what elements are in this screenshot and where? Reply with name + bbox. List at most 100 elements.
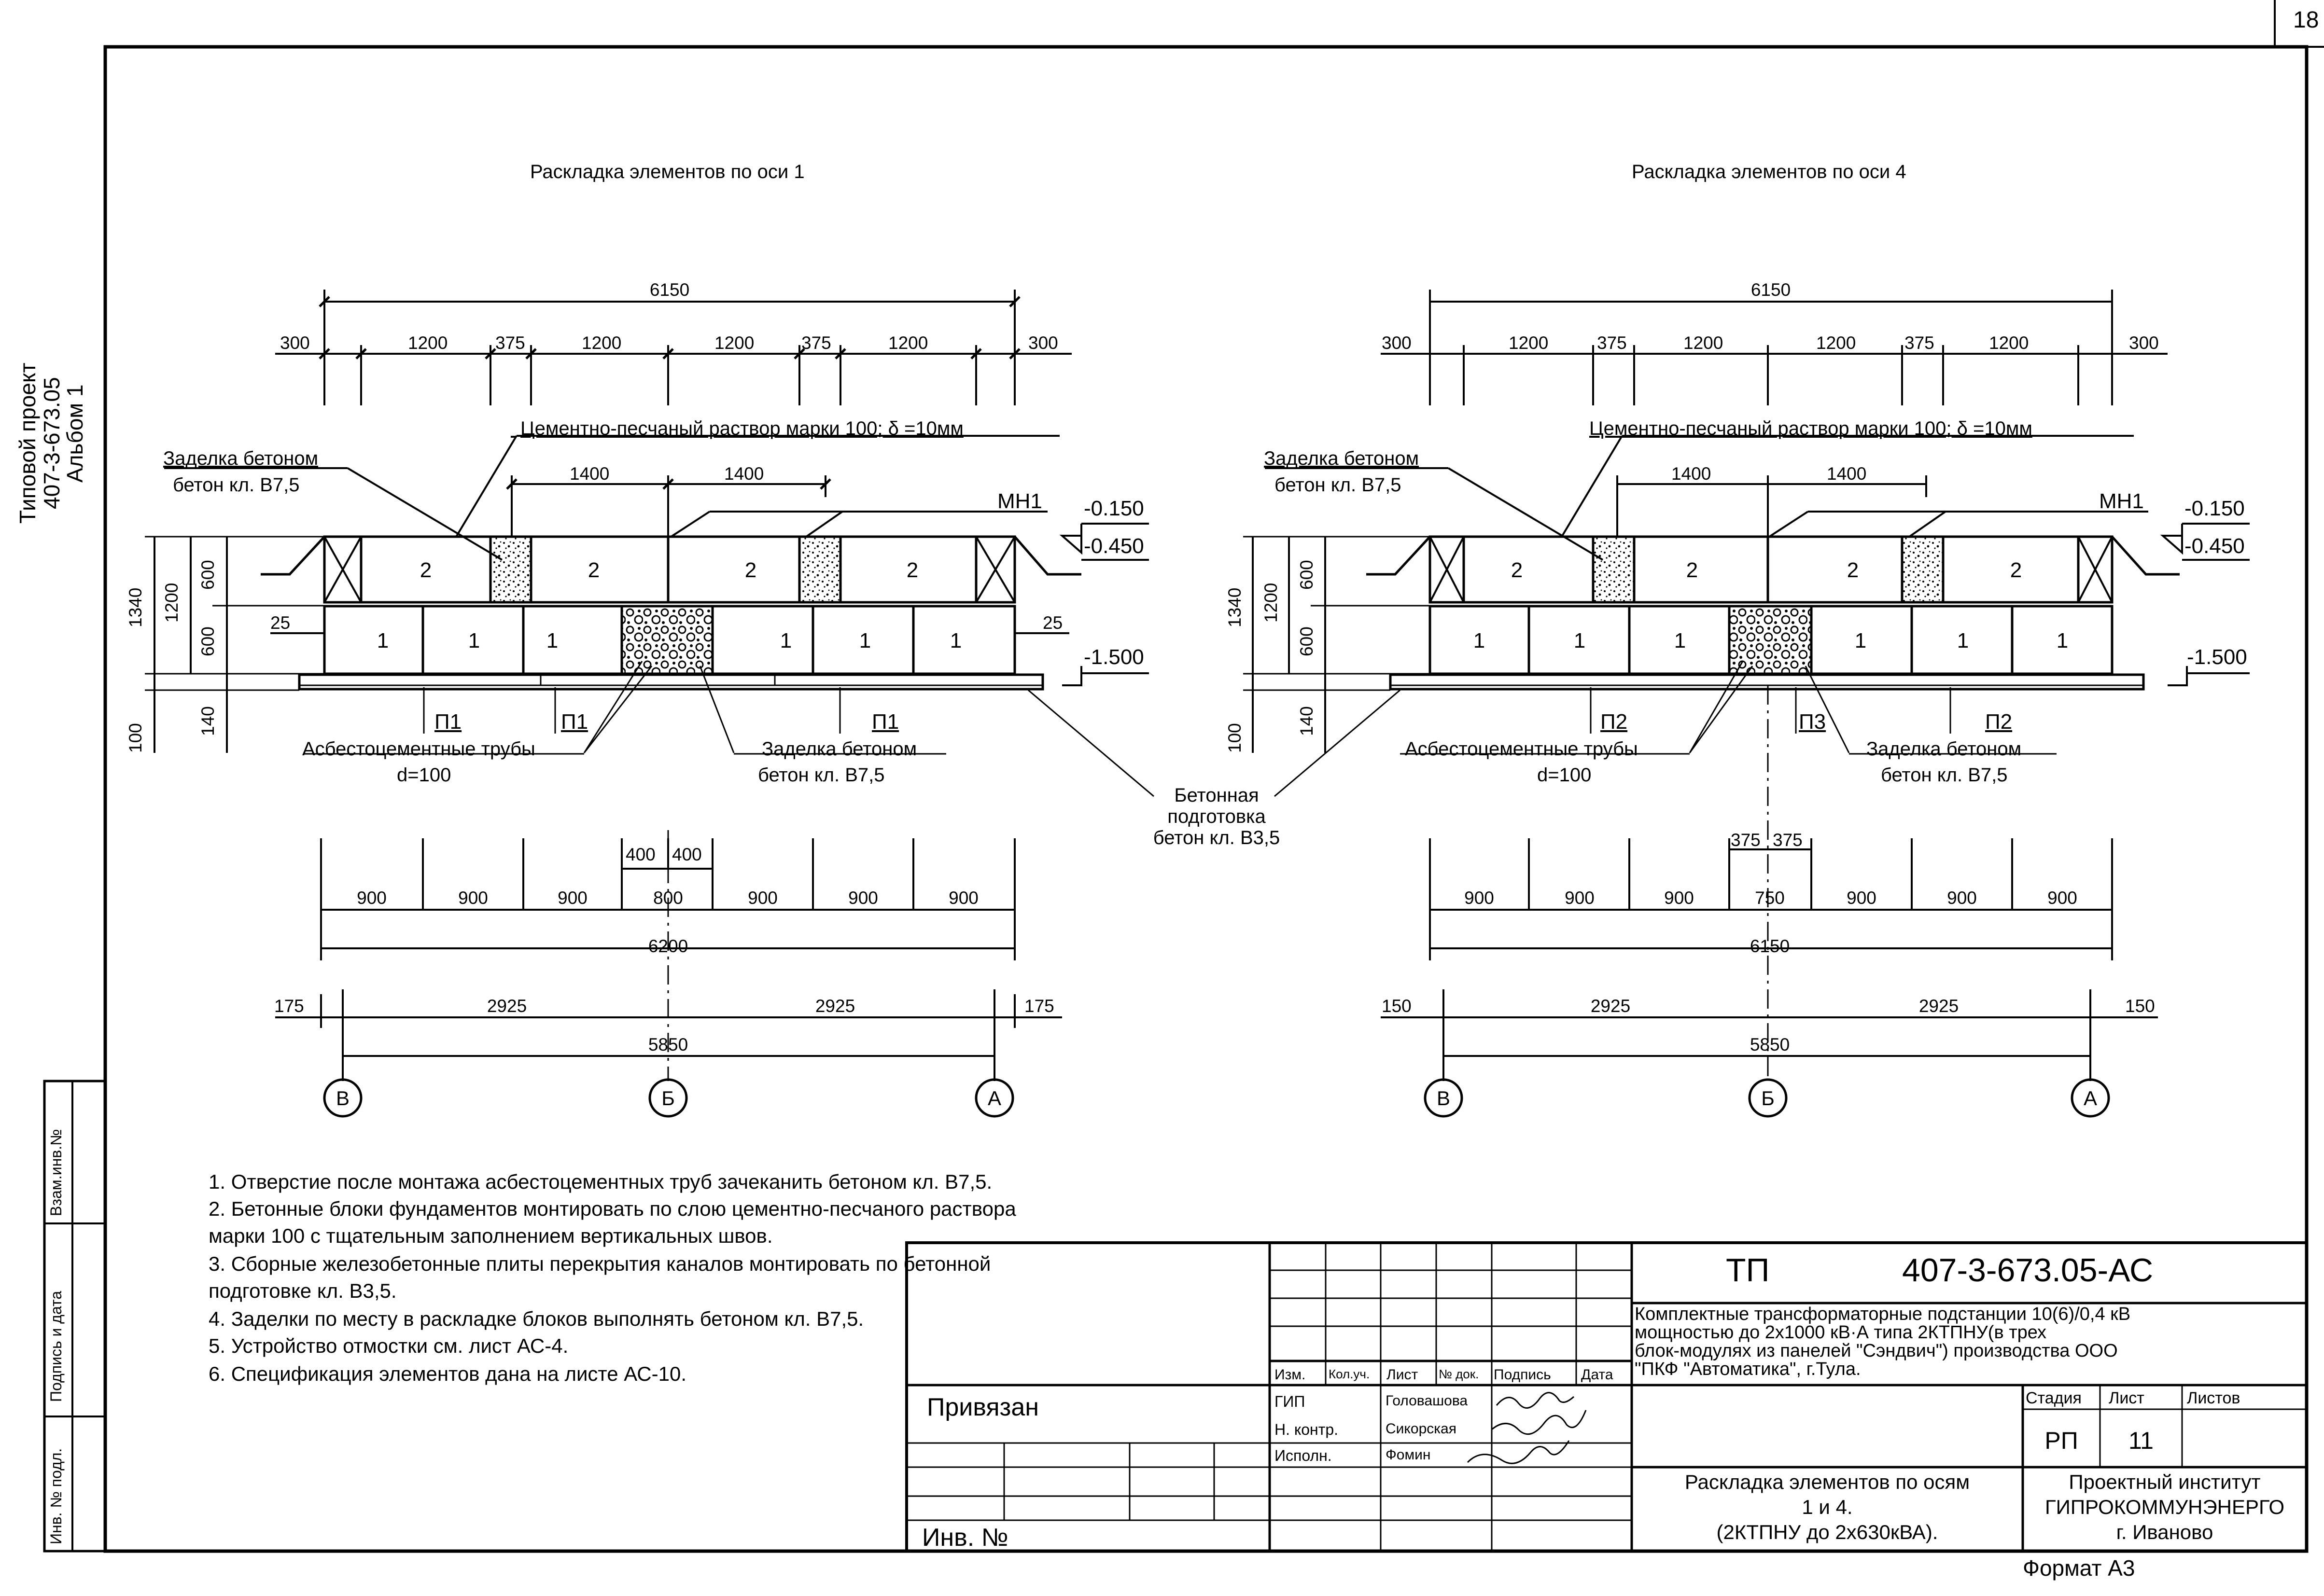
tb-inv-no: Инв. № — [922, 1524, 1008, 1552]
right-dim-axis-0: 150 — [1382, 996, 1412, 1016]
tb-role-nk: Н. контр. — [1274, 1421, 1339, 1438]
left-dim-mid-small-1: 400 — [672, 845, 702, 864]
left-bottom-block-4: 1 — [859, 629, 871, 652]
tb-hdr-podp: Подпись — [1494, 1367, 1551, 1383]
left-dim-mid-2: 900 — [558, 888, 588, 908]
right-bottom-block-2: 1 — [1674, 629, 1686, 652]
left-dim-1340: 1340 — [126, 587, 145, 627]
tb-desc-1: Комплектные трансформаторные подстанции … — [1635, 1304, 2131, 1324]
tb-org-2: ГИПРОКОММУНЭНЕРГО — [2044, 1496, 2285, 1518]
tb-sheet-title-2: 1 и 4. — [1802, 1496, 1853, 1518]
right-axis-b: Б — [1761, 1087, 1775, 1110]
right-dim-axis-3: 150 — [2125, 996, 2155, 1016]
note-2b: марки 100 с тщательным заполнением верти… — [209, 1224, 773, 1247]
right-dim-mid-1: 900 — [1565, 888, 1595, 908]
left-seal-top-2: бетон кл. В7,5 — [173, 474, 300, 496]
side-cell-inv: Инв. № подл. — [47, 1448, 65, 1544]
left-dim-1400-a: 1400 — [570, 464, 610, 484]
right-lvl-1500: -1.500 — [2187, 645, 2247, 669]
tb-name-nk: Сикорская — [1386, 1421, 1456, 1437]
left-dim-25-r: 25 — [1043, 613, 1063, 633]
right-lvl-150: -0.150 — [2184, 497, 2245, 520]
right-dim-mid-small-0: 375 — [1731, 830, 1761, 850]
side-stamp-line1: Типовой проект — [15, 362, 40, 524]
right-dim-top-3: 1200 — [1683, 333, 1723, 353]
right-dim-1400-a: 1400 — [1671, 464, 1711, 484]
left-plate-0: П1 — [434, 710, 462, 734]
right-plate-0: П2 — [1600, 710, 1628, 734]
left-dim-axis-1: 2925 — [487, 996, 527, 1016]
tb-desc-3: блок-модулях из панелей "Сэндвич") произ… — [1635, 1341, 2118, 1361]
tb-name-isp: Фомин — [1386, 1447, 1431, 1463]
right-dim-top-4: 1200 — [1816, 333, 1856, 353]
tb-privyazan: Привязан — [927, 1393, 1039, 1421]
left-dim-mid-3: 800 — [653, 888, 683, 908]
left-section-drawing — [145, 290, 1149, 1118]
tb-sheet-title-1: Раскладка элементов по осям — [1684, 1471, 1970, 1493]
left-seal-bot-2: бетон кл. В7,5 — [758, 764, 885, 786]
right-dim-top-5: 375 — [1904, 333, 1934, 353]
left-dim-total-top: 6150 — [649, 280, 690, 300]
right-dim-mid-small-1: 375 — [1773, 830, 1803, 850]
right-dim-axis-1: 2925 — [1590, 996, 1631, 1016]
tb-role-isp: Исполн. — [1274, 1447, 1332, 1464]
tb-sheet-title-3: (2КТПНУ до 2х630кВА). — [1716, 1521, 1938, 1543]
tb-hdr-kol: Кол.уч. — [1329, 1367, 1370, 1381]
left-dim-top-7: 300 — [1028, 333, 1058, 353]
right-seal-top-1: Заделка бетоном — [1264, 448, 1419, 469]
note-4: 4. Заделки по месту в раскладке блоков в… — [209, 1307, 864, 1330]
left-axis-a: А — [987, 1087, 1002, 1110]
right-dim-100: 100 — [1225, 723, 1245, 753]
right-section-drawing — [1243, 290, 2250, 1118]
left-dim-axis-0: 175 — [274, 996, 304, 1016]
right-dim-mid-0: 900 — [1464, 888, 1494, 908]
left-plate-1: П1 — [561, 710, 588, 734]
left-dim-600-b: 600 — [198, 626, 218, 656]
left-dim-25-l: 25 — [270, 613, 291, 633]
tb-org-3: г. Иваново — [2116, 1521, 2213, 1543]
left-dim-total-axis: 5850 — [648, 1035, 688, 1055]
right-dim-mid-2: 900 — [1664, 888, 1694, 908]
note-3b: подготовке кл. В3,5. — [209, 1279, 397, 1302]
left-dim-top-3: 1200 — [582, 333, 622, 353]
right-top-block-1: 2 — [1686, 558, 1698, 582]
left-bottom-block-2: 1 — [546, 629, 559, 652]
left-dim-mid-1: 900 — [458, 888, 488, 908]
left-pipes-2: d=100 — [397, 764, 451, 786]
right-dim-mid-6: 900 — [2047, 888, 2077, 908]
left-dim-140: 140 — [198, 706, 218, 736]
tb-tp: ТП — [1726, 1252, 1770, 1289]
side-cell-vzam: Взам.инв.№ — [47, 1129, 65, 1216]
page-number: 18 — [2293, 7, 2319, 33]
right-plate-1: П3 — [1799, 710, 1826, 734]
left-axis-v: В — [336, 1087, 350, 1110]
right-dim-1340: 1340 — [1225, 587, 1245, 627]
right-dim-total-axis: 5850 — [1750, 1035, 1790, 1055]
left-dim-mid-small-0: 400 — [626, 845, 656, 864]
left-dim-top-4: 1200 — [714, 333, 755, 353]
tb-hdr-list: Лист — [1386, 1367, 1418, 1383]
right-dim-top-2: 375 — [1597, 333, 1627, 353]
note-3: 3. Сборные железобетонные плиты перекрыт… — [209, 1252, 991, 1275]
left-dim-mid-4: 900 — [748, 888, 778, 908]
right-seal-bot-1: Заделка бетоном — [1866, 738, 2022, 760]
right-dim-mid-3: 750 — [1755, 888, 1785, 908]
right-dim-axis-2: 2925 — [1918, 996, 1959, 1016]
left-top-block-2: 2 — [744, 558, 757, 582]
right-seal-bot-2: бетон кл. В7,5 — [1881, 764, 2008, 786]
left-dim-top-1: 1200 — [408, 333, 448, 353]
tb-stadiya: РП — [2044, 1427, 2078, 1454]
concrete-prep-3: бетон кл. В3,5 — [1153, 827, 1280, 848]
tb-format: Формат А3 — [2023, 1555, 2135, 1581]
right-axis-a: А — [2083, 1087, 2098, 1110]
tb-stadiya-h: Стадия — [2026, 1389, 2082, 1407]
left-dim-600-a: 600 — [198, 560, 218, 590]
concrete-prep-2: подготовка — [1167, 806, 1266, 827]
left-dim-axis-3: 175 — [1024, 996, 1054, 1016]
right-lvl-450: -0.450 — [2184, 534, 2245, 558]
left-dim-top-2: 375 — [495, 333, 525, 353]
right-bottom-block-3: 1 — [1854, 629, 1867, 652]
left-bottom-block-0: 1 — [377, 629, 389, 652]
right-dim-600-a: 600 — [1297, 560, 1316, 590]
right-dim-1200: 1200 — [1261, 583, 1281, 623]
